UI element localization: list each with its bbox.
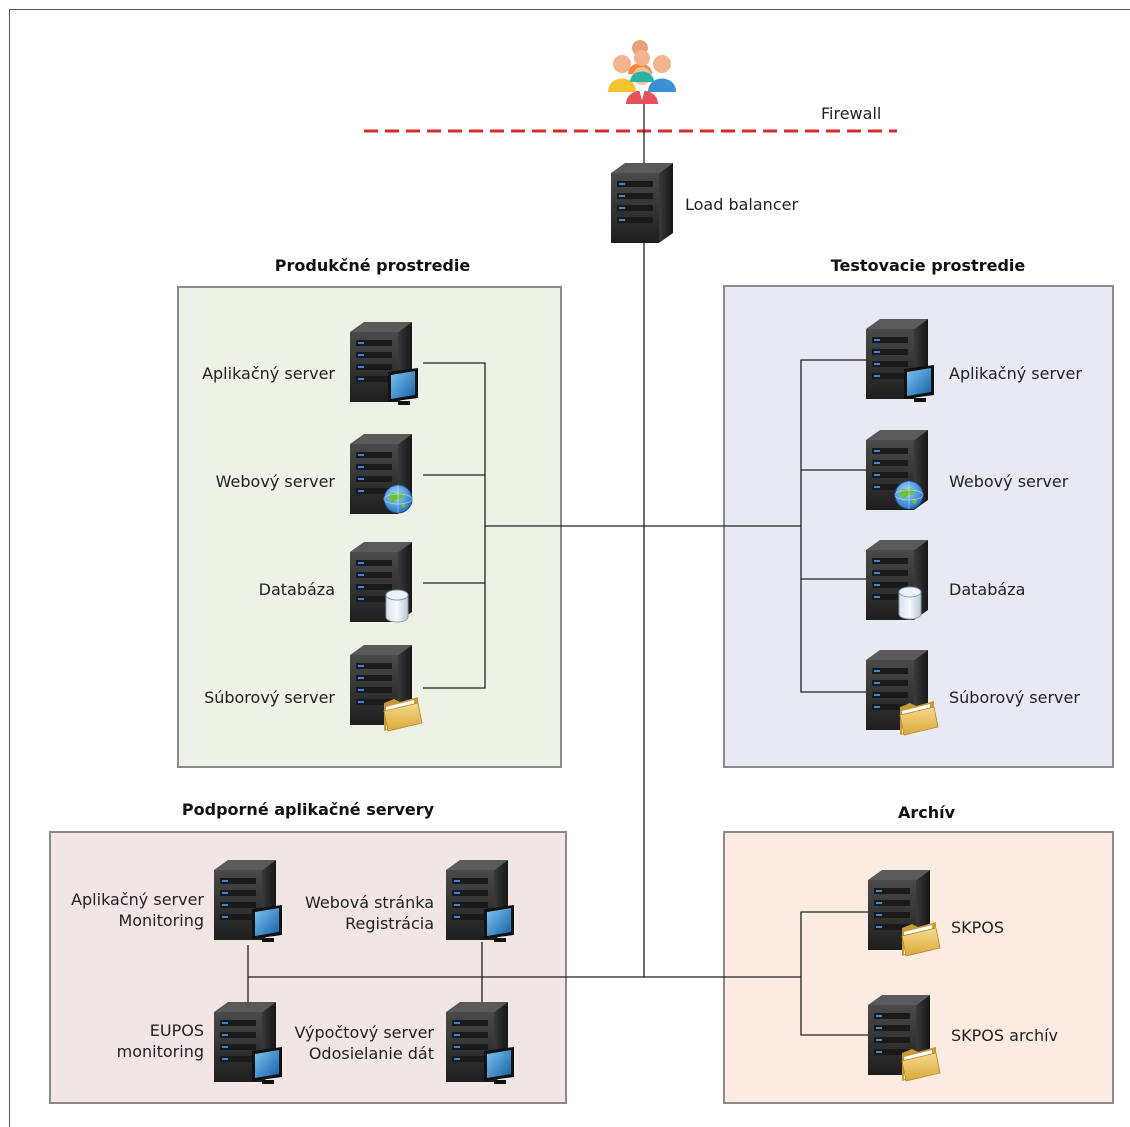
support-calc-label: Výpočtový server bbox=[294, 1023, 434, 1042]
support-app-sublabel: Monitoring bbox=[118, 911, 204, 930]
database-icon bbox=[898, 586, 922, 620]
production-title: Produkčné prostredie bbox=[274, 256, 471, 275]
support-title: Podporné aplikačné servery bbox=[181, 800, 435, 819]
testing-server-label: Súborový server bbox=[949, 688, 1080, 707]
archive-server-label: SKPOS bbox=[951, 918, 1005, 937]
production-server-label: Webový server bbox=[215, 472, 335, 491]
testing-server-label: Databáza bbox=[949, 580, 1026, 599]
support-eupos-label: EUPOS bbox=[149, 1021, 204, 1040]
testing-server-label: Aplikačný server bbox=[949, 364, 1082, 383]
load-balancer-server-icon bbox=[611, 163, 673, 243]
testing-title: Testovacie prostredie bbox=[830, 256, 1026, 275]
globe-icon bbox=[383, 484, 413, 514]
connectors bbox=[247, 95, 870, 1036]
outer-frame bbox=[9, 9, 1130, 1127]
production-server-label: Databáza bbox=[258, 580, 335, 599]
testing-server-label: Webový server bbox=[949, 472, 1069, 491]
support-eupos-sublabel: monitoring bbox=[116, 1042, 204, 1061]
production-server-label: Súborový server bbox=[204, 688, 335, 707]
firewall-label: Firewall bbox=[821, 104, 882, 123]
support-app-label: Aplikačný server bbox=[71, 890, 204, 909]
archive-server-label: SKPOS archív bbox=[951, 1026, 1059, 1045]
users-group-icon bbox=[608, 40, 676, 104]
globe-icon bbox=[894, 480, 924, 510]
support-calc-sublabel: Odosielanie dát bbox=[308, 1044, 434, 1063]
support-web-sublabel: Registrácia bbox=[345, 914, 434, 933]
archive-title: Archív bbox=[897, 803, 956, 822]
load-balancer-label: Load balancer bbox=[685, 195, 799, 214]
support-web-label: Webová stránka bbox=[305, 893, 434, 912]
database-icon bbox=[385, 589, 409, 623]
production-server-label: Aplikačný server bbox=[202, 364, 335, 383]
